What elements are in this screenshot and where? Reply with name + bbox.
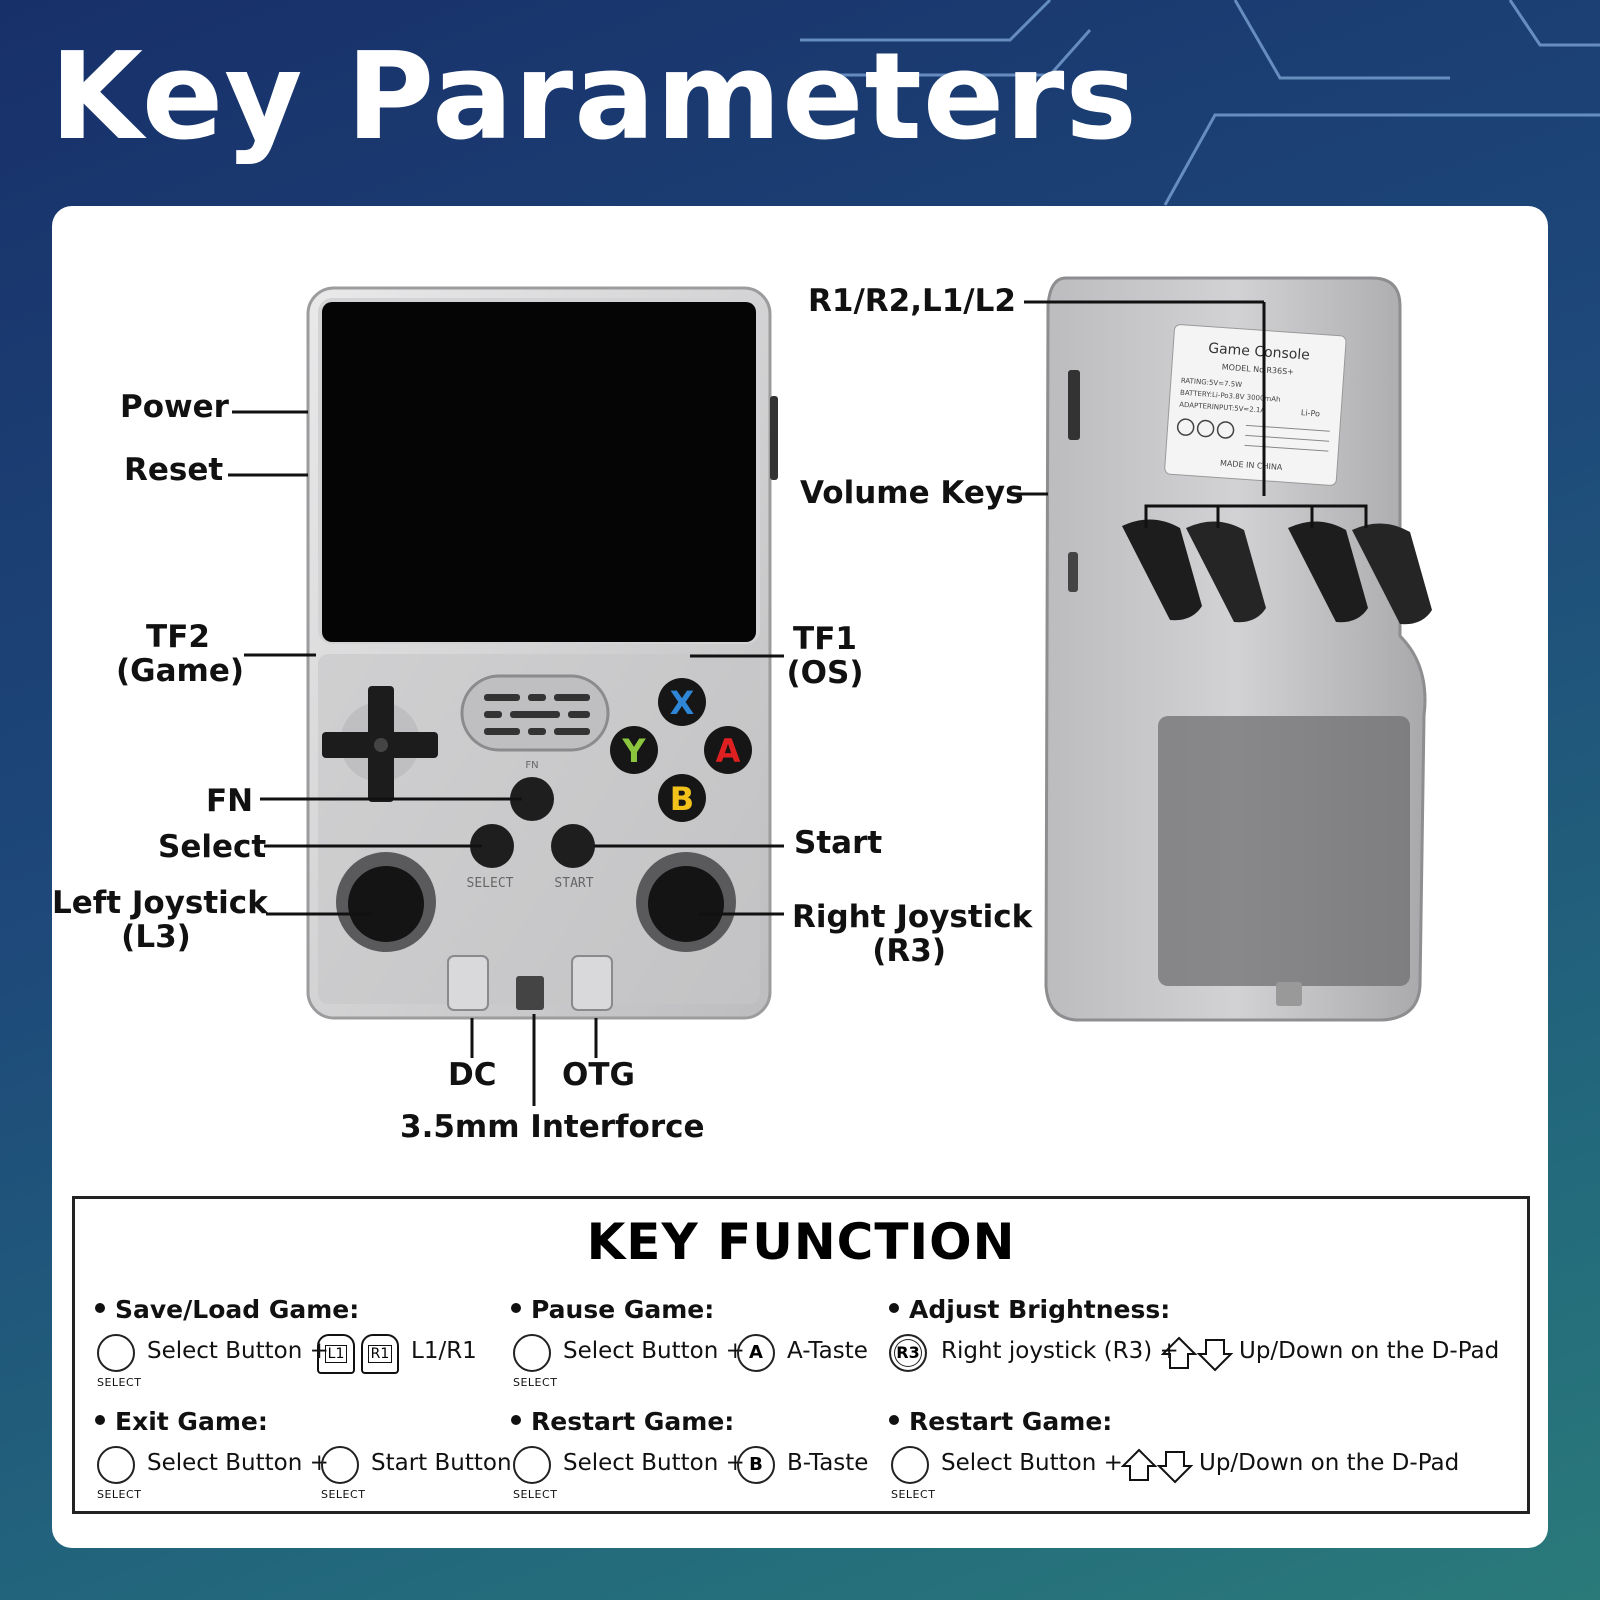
screen (322, 302, 756, 642)
product-label: Game Console MODEL No.R36S+ RATING:5V=7.… (1164, 324, 1347, 486)
group-pause: Pause Game: SELECT Select Button + A A-T… (511, 1295, 868, 1389)
group-brightness: Adjust Brightness: R3 Right joystick (R3… (889, 1295, 1499, 1394)
select-circle-icon (513, 1446, 551, 1484)
button-a: A (716, 732, 741, 770)
start-button (551, 824, 595, 868)
bullet-icon (889, 1303, 899, 1313)
label-dc: DC (448, 1057, 497, 1093)
label-text: MADE IN CHINA (1220, 459, 1283, 472)
label-select: Select (158, 829, 267, 865)
svg-text:START: START (554, 876, 593, 891)
bullet-icon (511, 1303, 521, 1313)
key-function-title: KEY FUNCTION (586, 1213, 1016, 1271)
label-text: Li-Po (1301, 408, 1321, 418)
label-audio-jack: 3.5mm Interforce (400, 1109, 705, 1145)
back-console: Game Console MODEL No.R36S+ RATING:5V=7.… (1044, 276, 1432, 1022)
dpad (322, 686, 438, 802)
select-button (470, 824, 514, 868)
bullet-icon (511, 1415, 521, 1425)
svg-text:FN: FN (525, 760, 538, 771)
circuit-lines-decoration (800, 0, 1600, 206)
key-function-panel: KEY FUNCTION Save/Load Game: SELECT Sele… (72, 1196, 1530, 1514)
parameters-card: X Y A B FN SELECT START (52, 206, 1548, 1548)
label-right-joystick: Right Joystick (R3) (792, 899, 1033, 969)
label-power: Power (120, 389, 229, 425)
right-joystick (636, 852, 736, 952)
label-line-1: Game Console (1208, 341, 1311, 364)
label-tf1: TF1 (OS) (786, 621, 864, 691)
bullet-icon (95, 1415, 105, 1425)
console-illustration: X Y A B FN SELECT START (228, 276, 1432, 1106)
up-down-arrows-icon (1161, 1336, 1233, 1372)
select-circle-icon (97, 1446, 135, 1484)
bullet-icon (889, 1415, 899, 1425)
group-save-load: Save/Load Game: SELECT Select Button + L… (95, 1295, 477, 1389)
group-exit: Exit Game: SELECT Select Button + SELECT… (95, 1407, 512, 1501)
speaker-grill (460, 674, 610, 752)
group-restart-dpad: Restart Game: SELECT Select Button + Up/… (889, 1407, 1460, 1501)
callout-lines (228, 300, 1368, 1106)
face-buttons: X Y A B (610, 678, 752, 822)
b-button-icon: B (737, 1446, 775, 1484)
l1-button-icon: L1 (317, 1334, 355, 1374)
select-circle-icon (97, 1334, 135, 1372)
r3-button-icon: R3 (889, 1334, 927, 1372)
select-circle-icon (513, 1334, 551, 1372)
front-console: X Y A B FN SELECT START (306, 286, 778, 1020)
button-x: X (670, 684, 695, 722)
label-tf2: TF2 (Game) (116, 619, 245, 689)
label-otg: OTG (562, 1057, 635, 1093)
fn-button (510, 777, 554, 821)
label-start: Start (794, 825, 883, 861)
a-button-icon: A (737, 1334, 775, 1372)
page-title: Key Parameters (50, 28, 1138, 167)
label-fn: FN (206, 783, 254, 819)
button-y: Y (621, 732, 646, 770)
group-restart-b: Restart Game: SELECT Select Button + B B… (511, 1407, 869, 1501)
select-circle-icon (891, 1446, 929, 1484)
shoulder-buttons (1122, 519, 1432, 625)
left-joystick (336, 852, 436, 952)
svg-text:SELECT: SELECT (467, 876, 514, 891)
start-circle-icon (321, 1446, 359, 1484)
button-b: B (670, 780, 694, 818)
label-reset: Reset (124, 452, 224, 488)
label-left-joystick: Left Joystick (L3) (52, 885, 268, 955)
r1-button-icon: R1 (361, 1334, 399, 1374)
bullet-icon (95, 1303, 105, 1313)
up-down-arrows-icon (1121, 1448, 1193, 1484)
label-shoulders: R1/R2,L1/L2 (808, 283, 1016, 319)
label-volume-keys: Volume Keys (800, 475, 1024, 511)
